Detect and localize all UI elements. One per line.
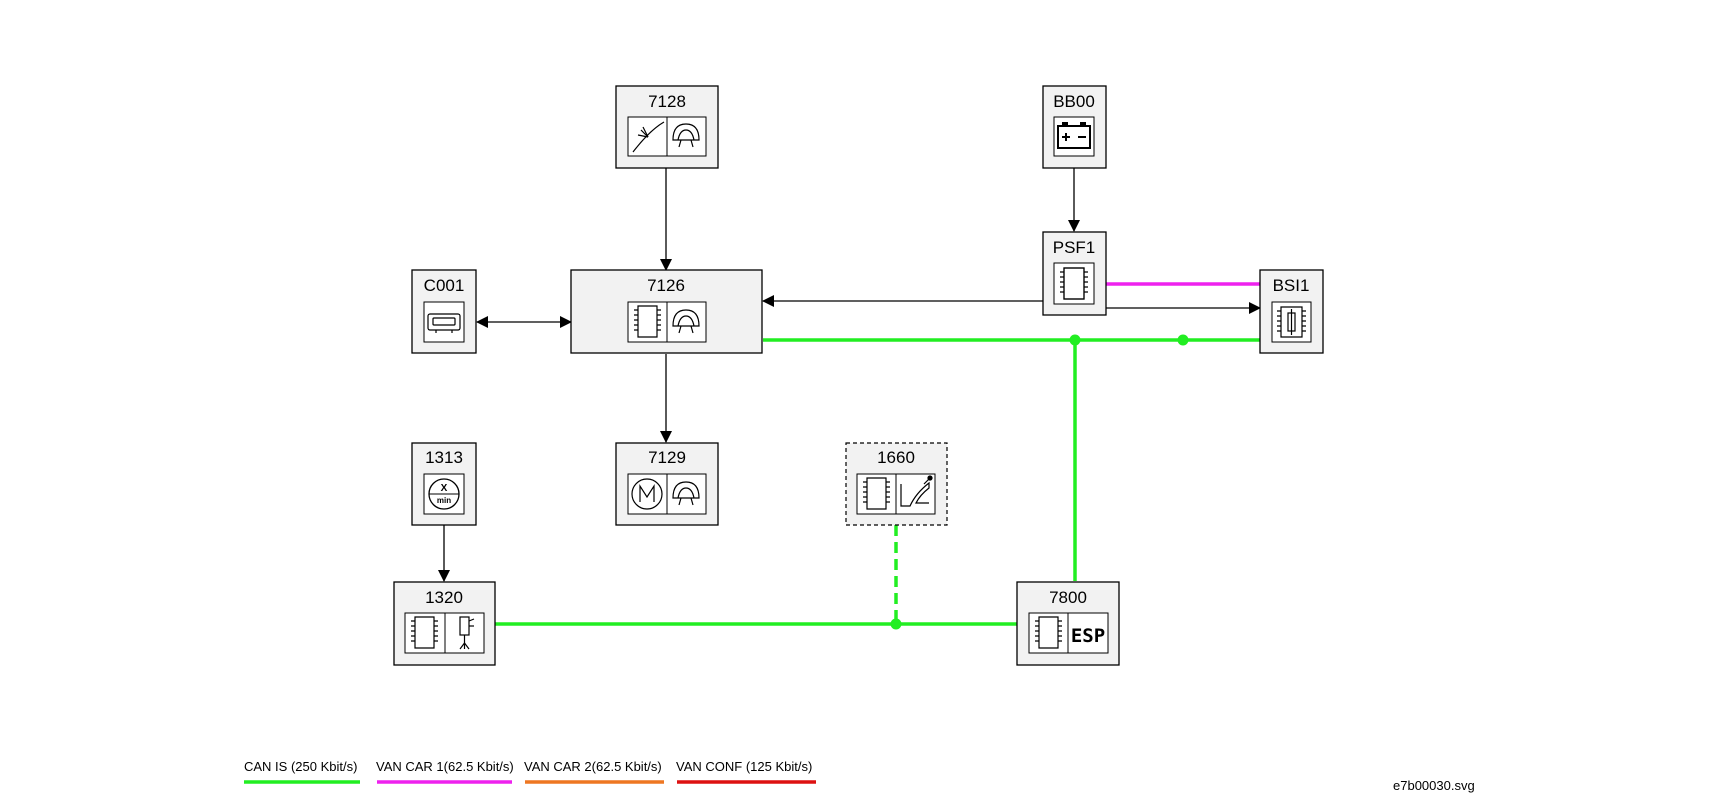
component-1320[interactable]: 1320 <box>393 581 496 666</box>
ecu-chip-icon <box>411 616 438 649</box>
ecu-chip-icon <box>863 477 890 510</box>
junction-dot <box>890 618 902 630</box>
legend: CAN IS (250 Kbit/s) VAN CAR 1(62.5 Kbit/… <box>244 759 816 784</box>
component-label: BB00 <box>1053 92 1095 111</box>
fuse-box-icon <box>1277 306 1306 338</box>
legend-item-van-conf: VAN CONF (125 Kbit/s) <box>676 759 816 784</box>
horn-icon <box>900 475 933 507</box>
component-c001[interactable]: C001 <box>411 269 477 354</box>
junction-dot <box>1069 334 1081 346</box>
component-1660[interactable]: 1660 <box>845 442 948 526</box>
legend-label: VAN CAR 2(62.5 Kbit/s) <box>524 759 662 774</box>
component-1313[interactable]: 1313 X min <box>411 442 477 526</box>
bus-can-is <box>495 338 1260 626</box>
legend-item-van-car-1: VAN CAR 1(62.5 Kbit/s) <box>376 759 514 784</box>
component-bb00[interactable]: BB00 <box>1042 85 1107 169</box>
warning-lamp-icon <box>672 123 700 148</box>
warning-lamp-icon <box>672 481 700 506</box>
ecu-chip-icon <box>1035 616 1062 649</box>
component-label: 7129 <box>648 448 686 467</box>
fuel-gauge-icon <box>632 121 665 153</box>
diagnostic-connector-icon <box>427 313 461 333</box>
rpm-sensor-icon: X min <box>428 478 460 510</box>
legend-label: VAN CONF (125 Kbit/s) <box>676 759 812 774</box>
bus-junctions <box>890 334 1189 630</box>
component-label: 7126 <box>647 276 685 295</box>
component-label: C001 <box>424 276 465 295</box>
component-bsi1[interactable]: BSI1 <box>1259 269 1324 354</box>
legend-item-can-is: CAN IS (250 Kbit/s) <box>244 759 360 784</box>
junction-dot <box>1177 334 1189 346</box>
component-7126[interactable]: 7126 <box>570 269 763 354</box>
svg-text:min: min <box>437 496 451 505</box>
ecu-chip-icon <box>1060 267 1088 300</box>
motor-icon <box>631 478 663 510</box>
esp-icon: ESP <box>1071 625 1105 647</box>
component-7128[interactable]: 7128 <box>615 85 719 169</box>
injector-icon <box>459 616 475 650</box>
connections <box>438 168 1261 630</box>
svg-text:X: X <box>441 483 448 494</box>
battery-icon <box>1057 122 1091 149</box>
component-psf1[interactable]: PSF1 <box>1042 231 1107 316</box>
legend-item-van-car-2: VAN CAR 2(62.5 Kbit/s) <box>524 759 664 784</box>
legend-label: VAN CAR 1(62.5 Kbit/s) <box>376 759 514 774</box>
component-label: BSI1 <box>1273 276 1310 295</box>
component-7800[interactable]: 7800 ESP <box>1016 581 1120 666</box>
component-7129[interactable]: 7129 <box>615 442 719 526</box>
legend-label: CAN IS (250 Kbit/s) <box>244 759 357 774</box>
diagram-filename: e7b00030.svg <box>1393 778 1475 793</box>
component-label: PSF1 <box>1053 238 1096 257</box>
component-label: 7128 <box>648 92 686 111</box>
ecu-chip-icon <box>634 305 661 338</box>
component-label: 1320 <box>425 588 463 607</box>
component-label: 1313 <box>425 448 463 467</box>
component-label: 7800 <box>1049 588 1087 607</box>
component-label: 1660 <box>877 448 915 467</box>
warning-lamp-icon <box>672 309 700 334</box>
